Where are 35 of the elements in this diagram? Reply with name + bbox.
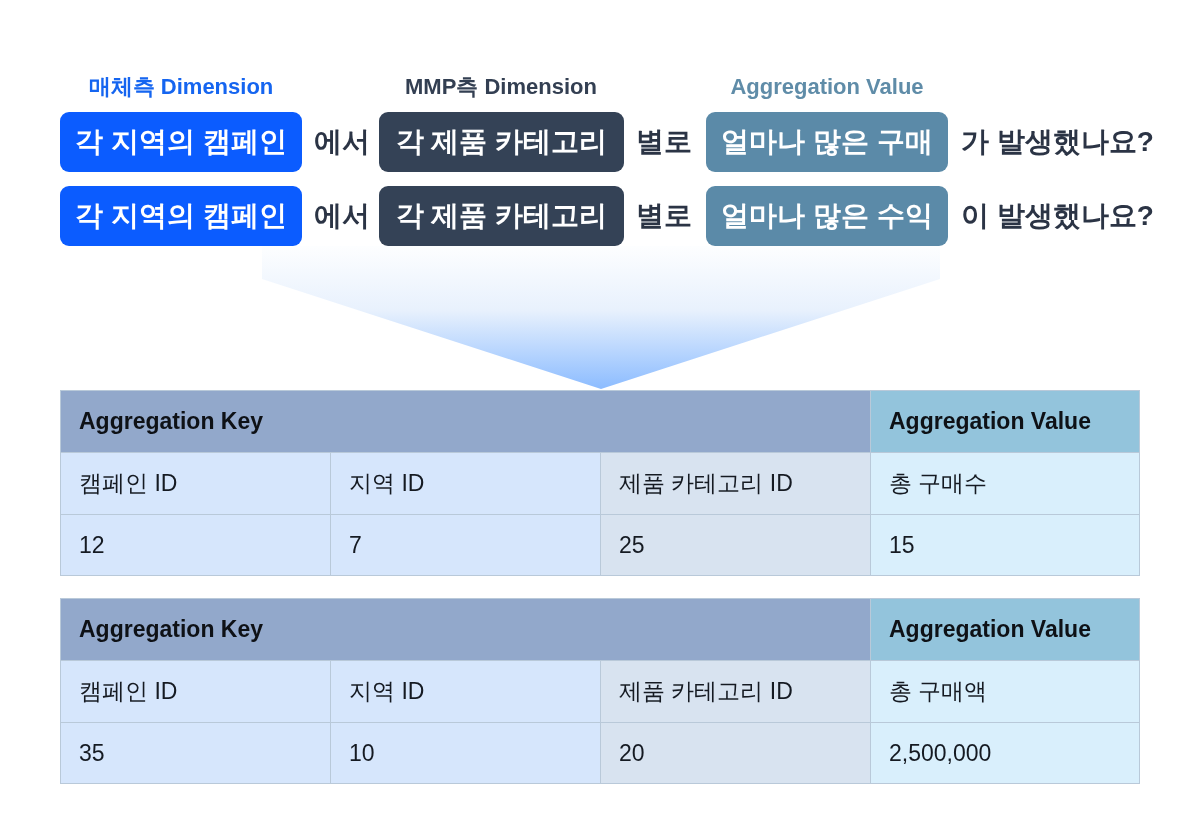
table-cell: 15 xyxy=(870,514,1140,576)
keyword-box: 각 제품 카테고리 xyxy=(379,186,624,246)
table-cell: 총 구매수 xyxy=(870,452,1140,515)
sentence-text: 에서 xyxy=(314,125,370,159)
sentence-text: 이 발생했나요? xyxy=(961,199,1154,233)
keyword-box: 각 지역의 캠페인 xyxy=(60,112,302,172)
table-header-cell: Aggregation Key xyxy=(60,390,871,453)
column-heading: MMP측 Dimension xyxy=(405,74,597,100)
table-cell: 캠페인 ID xyxy=(60,660,331,723)
table-cell: 지역 ID xyxy=(330,660,601,723)
table-header-cell: Aggregation Value xyxy=(870,390,1140,453)
table-cell: 총 구매액 xyxy=(870,660,1140,723)
keyword-box: 각 지역의 캠페인 xyxy=(60,186,302,246)
sentence-text: 가 발생했나요? xyxy=(961,125,1154,159)
sentence-text: 별로 xyxy=(636,199,692,233)
table-cell: 12 xyxy=(60,514,331,576)
table-header-cell: Aggregation Value xyxy=(870,598,1140,661)
table-cell: 캠페인 ID xyxy=(60,452,331,515)
keyword-box: 얼마나 많은 수익 xyxy=(706,186,948,246)
column-heading: Aggregation Value xyxy=(730,74,924,100)
table-cell: 20 xyxy=(600,722,871,784)
table-header-cell: Aggregation Key xyxy=(60,598,871,661)
table-cell: 35 xyxy=(60,722,331,784)
table-cell: 25 xyxy=(600,514,871,576)
table-cell: 2,500,000 xyxy=(870,722,1140,784)
sentence-text: 에서 xyxy=(314,199,370,233)
table-cell: 지역 ID xyxy=(330,452,601,515)
table-cell: 7 xyxy=(330,514,601,576)
column-heading: 매체측 Dimension xyxy=(88,74,274,100)
sentence-text: 별로 xyxy=(636,125,692,159)
keyword-box: 각 제품 카테고리 xyxy=(379,112,624,172)
table-cell: 제품 카테고리 ID xyxy=(600,660,871,723)
keyword-box: 얼마나 많은 구매 xyxy=(706,112,948,172)
table-cell: 제품 카테고리 ID xyxy=(600,452,871,515)
table-cell: 10 xyxy=(330,722,601,784)
